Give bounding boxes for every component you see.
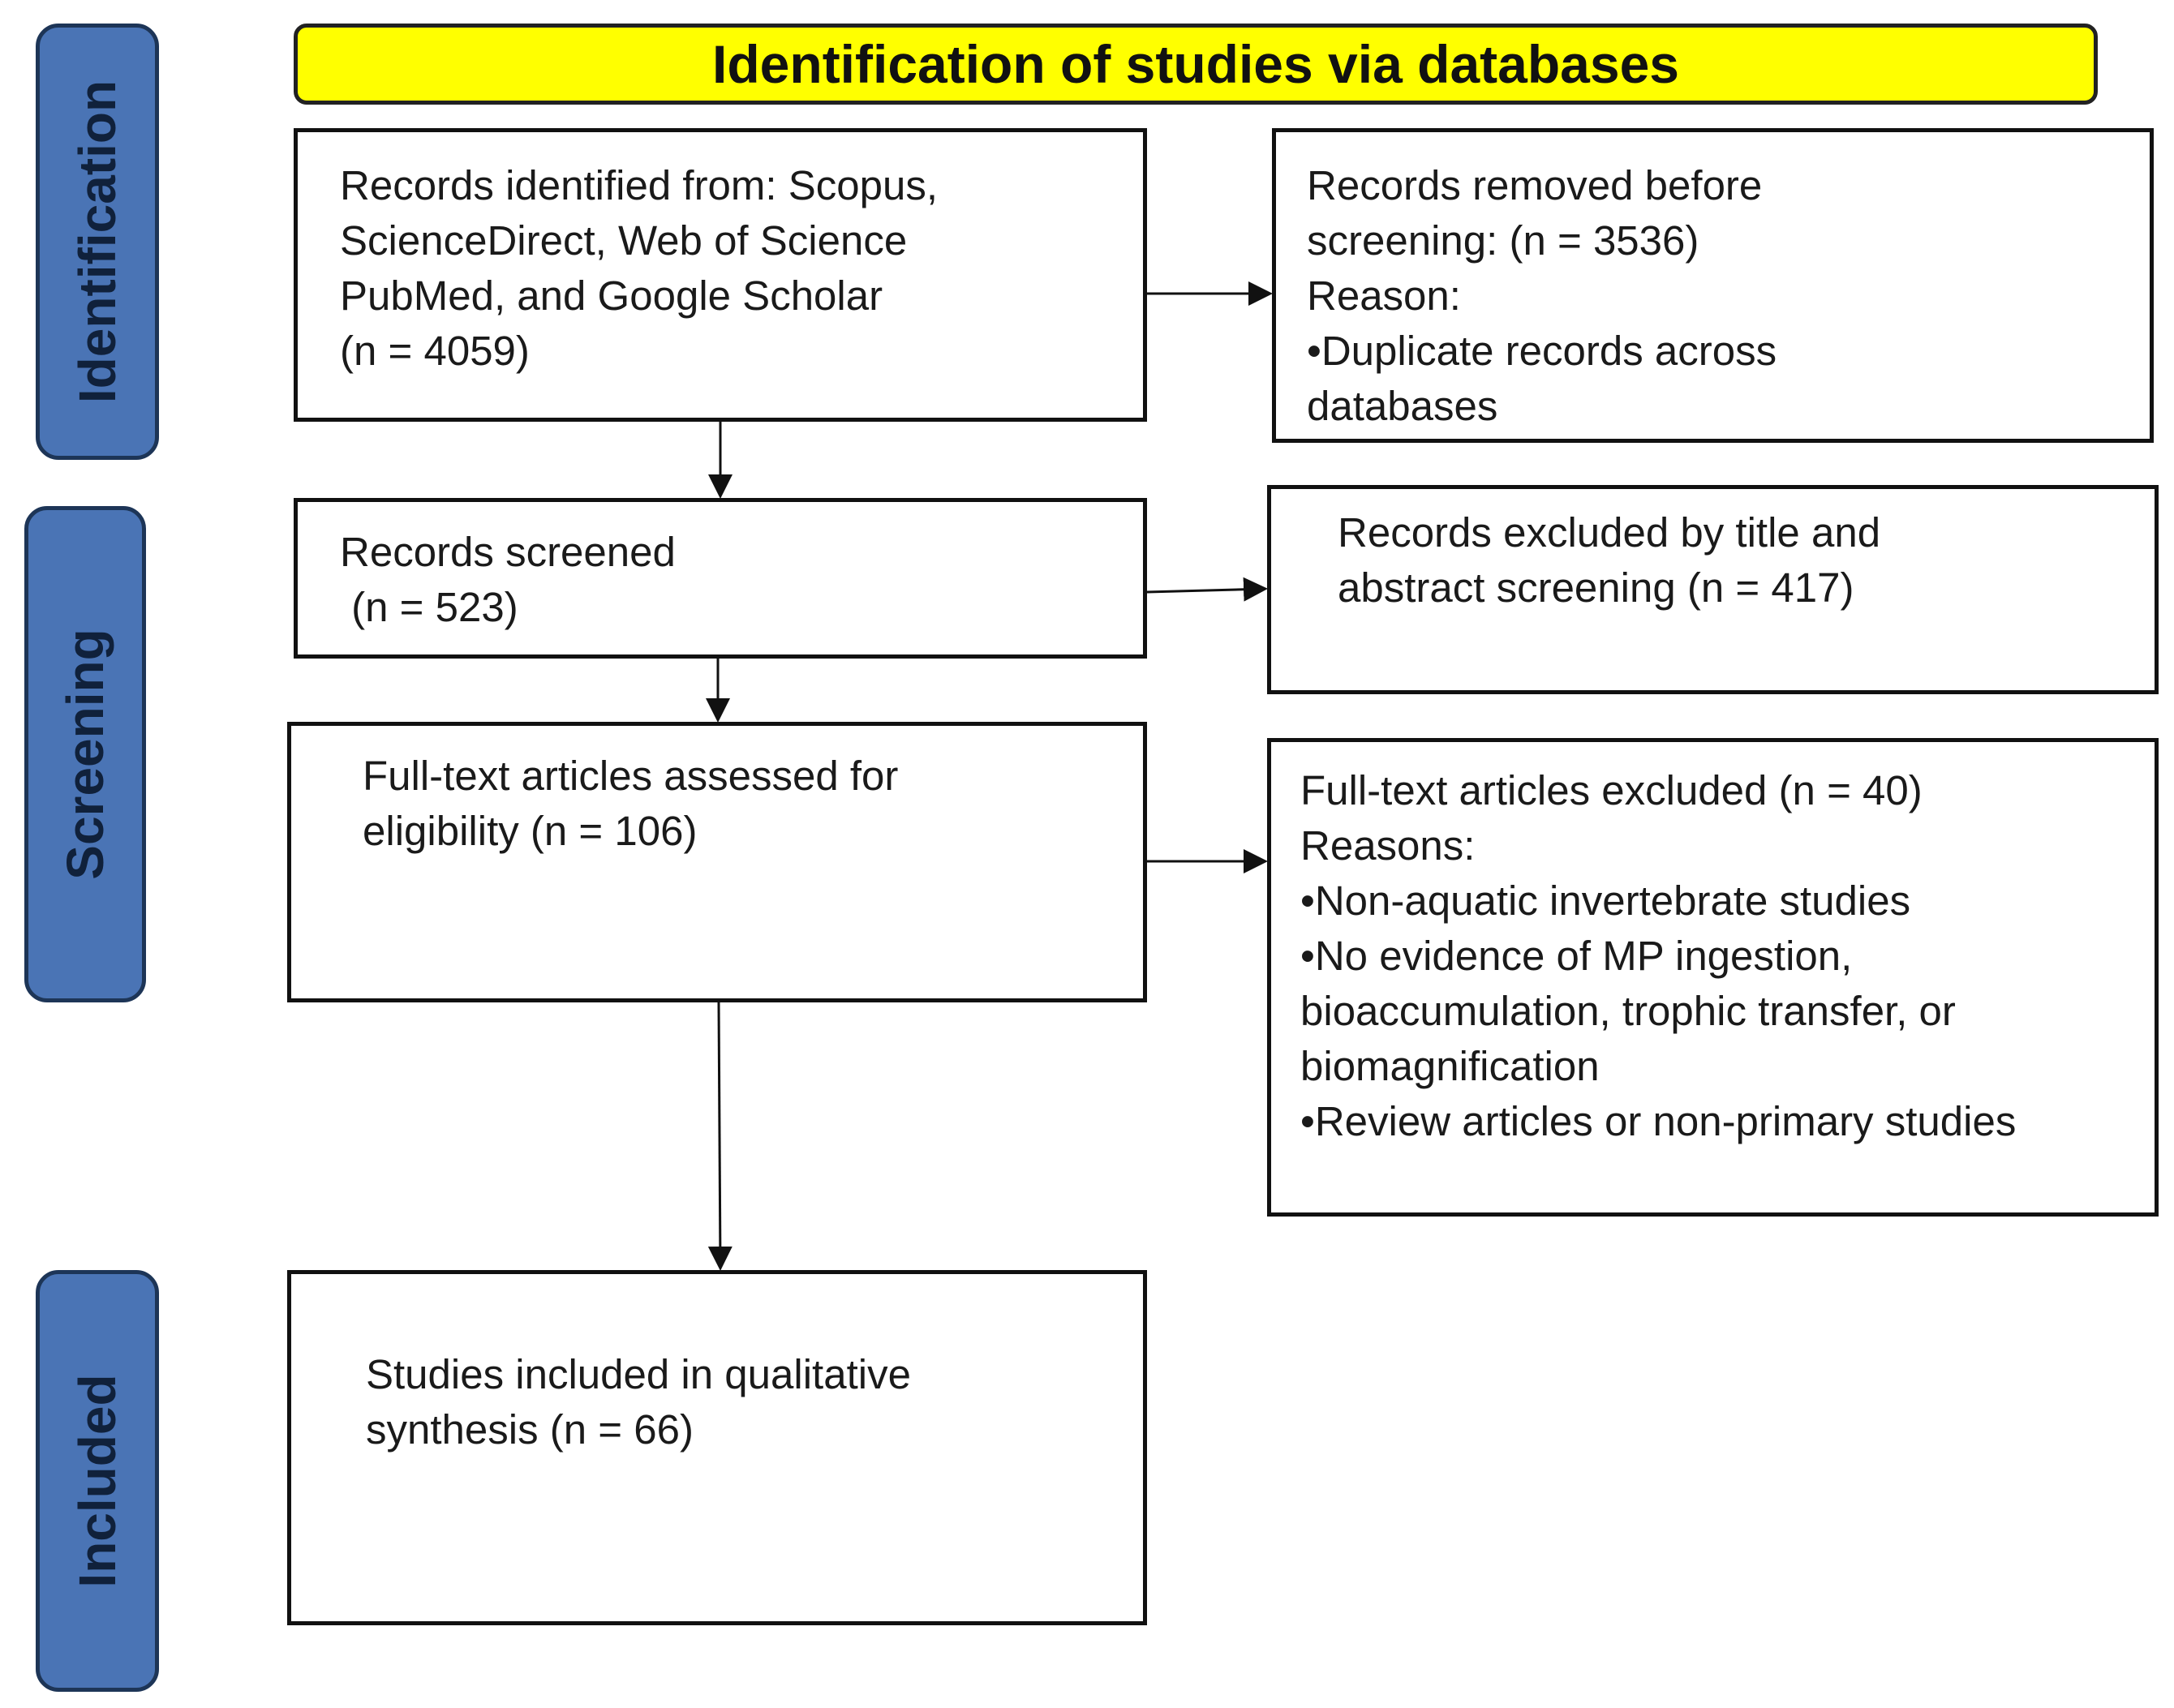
records-identified-box: Records identified from: Scopus, ScienceD… (294, 128, 1147, 422)
phase-screening: Screening (24, 506, 146, 1002)
records-removed-text: Records removed before screening: (n = 35… (1307, 158, 1777, 434)
studies-included-text: Studies included in qualitative synthesis… (366, 1347, 911, 1457)
arrow-screened-to-excluded (1146, 577, 1268, 602)
box-text-line: Records screened (340, 529, 676, 575)
phase-included: Included (36, 1270, 159, 1692)
records-screened-box: Records screened (n = 523) (294, 498, 1147, 659)
box-text-line: eligibility (n = 106) (363, 808, 698, 854)
box-text-line: Records identified from: Scopus, (340, 162, 939, 208)
records-removed-box: Records removed before screening: (n = 35… (1272, 128, 2154, 443)
fulltext-excluded-box: Full-text articles excluded (n = 40) Reas… (1267, 738, 2159, 1217)
box-text-line: bioaccumulation, trophic transfer, or (1300, 988, 1956, 1034)
box-text-line: synthesis (n = 66) (366, 1406, 694, 1453)
box-text-line: (n = 523) (340, 584, 518, 630)
box-text-line: Full-text articles assessed for (363, 753, 899, 799)
records-screened-text: Records screened (n = 523) (340, 525, 676, 635)
box-text-line: •Review articles or non-primary studies (1300, 1098, 2017, 1144)
fulltext-excluded-text: Full-text articles excluded (n = 40) Reas… (1300, 763, 2016, 1149)
box-text-line: Records removed before (1307, 162, 1763, 208)
phase-identification: Identification (36, 24, 159, 460)
box-text-line: Full-text articles excluded (n = 40) (1300, 767, 1923, 813)
records-identified-text: Records identified from: Scopus, ScienceD… (340, 158, 938, 379)
box-text-line: •No evidence of MP ingestion, (1300, 933, 1853, 979)
records-excluded-box: Records excluded by title and abstract sc… (1267, 485, 2159, 694)
box-text-line: databases (1307, 383, 1498, 429)
box-text-line: Reason: (1307, 273, 1461, 319)
fulltext-assessed-box: Full-text articles assessed for eligibili… (287, 722, 1147, 1002)
studies-included-box: Studies included in qualitative synthesis… (287, 1270, 1147, 1625)
box-text-line: •Duplicate records across (1307, 328, 1777, 374)
box-text-line: ScienceDirect, Web of Science (340, 217, 908, 264)
box-text-line: Studies included in qualitative (366, 1351, 911, 1397)
records-excluded-text: Records excluded by title and abstract sc… (1338, 505, 1880, 616)
box-text-line: biomagnification (1300, 1043, 1600, 1089)
fulltext-assessed-text: Full-text articles assessed for eligibili… (363, 749, 898, 859)
arrow-assessed-to-included (707, 1002, 733, 1271)
box-text-line: abstract screening (n = 417) (1338, 564, 1854, 611)
box-text-line: (n = 4059) (340, 328, 530, 374)
diagram-header: Identification of studies via databases (294, 24, 2098, 105)
box-text-line: PubMed, and Google Scholar (340, 273, 883, 319)
box-text-line: screening: (n = 3536) (1307, 217, 1699, 264)
box-text-line: Records excluded by title and (1338, 509, 1881, 556)
box-text-line: Reasons: (1300, 822, 1476, 869)
box-text-line: •Non-aquatic invertebrate studies (1300, 878, 1911, 924)
